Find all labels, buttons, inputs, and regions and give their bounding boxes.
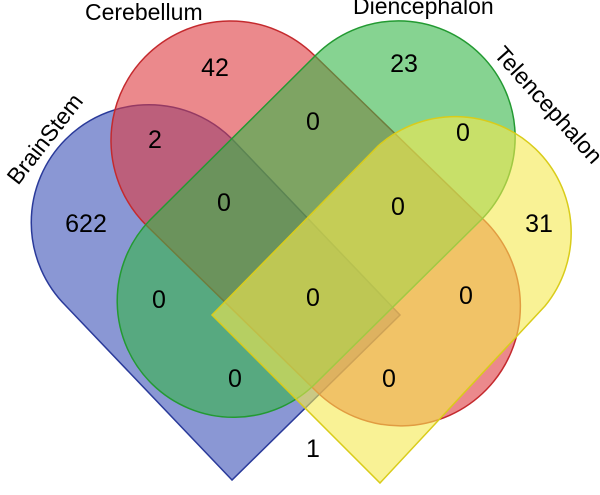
label-diencephalon: Diencephalon [353, 0, 494, 19]
count-brainstem-cerebellum-telencephalon: 0 [382, 365, 396, 393]
count-brainstem-telencephalon: 1 [306, 435, 320, 463]
count-cerebellum-diencephalon: 0 [306, 108, 320, 136]
count-brainstem-diencephalon-telencephalon: 0 [228, 365, 242, 393]
count-brainstem-diencephalon: 0 [152, 286, 166, 314]
count-all-four: 0 [306, 284, 320, 312]
label-cerebellum: Cerebellum [85, 0, 203, 25]
telencephalon-shape [210, 115, 572, 485]
count-brainstem-cerebellum: 2 [148, 126, 162, 154]
count-telencephalon-only: 31 [525, 210, 553, 238]
count-brainstem-cerebellum-diencephalon: 0 [217, 189, 231, 217]
count-diencephalon-telencephalon: 0 [456, 119, 470, 147]
count-cerebellum-diencephalon-telencephalon: 0 [391, 193, 405, 221]
count-brainstem-only: 622 [65, 210, 107, 238]
count-cerebellum-only: 42 [201, 54, 229, 82]
count-diencephalon-only: 23 [390, 50, 418, 78]
count-cerebellum-telencephalon: 0 [459, 282, 473, 310]
